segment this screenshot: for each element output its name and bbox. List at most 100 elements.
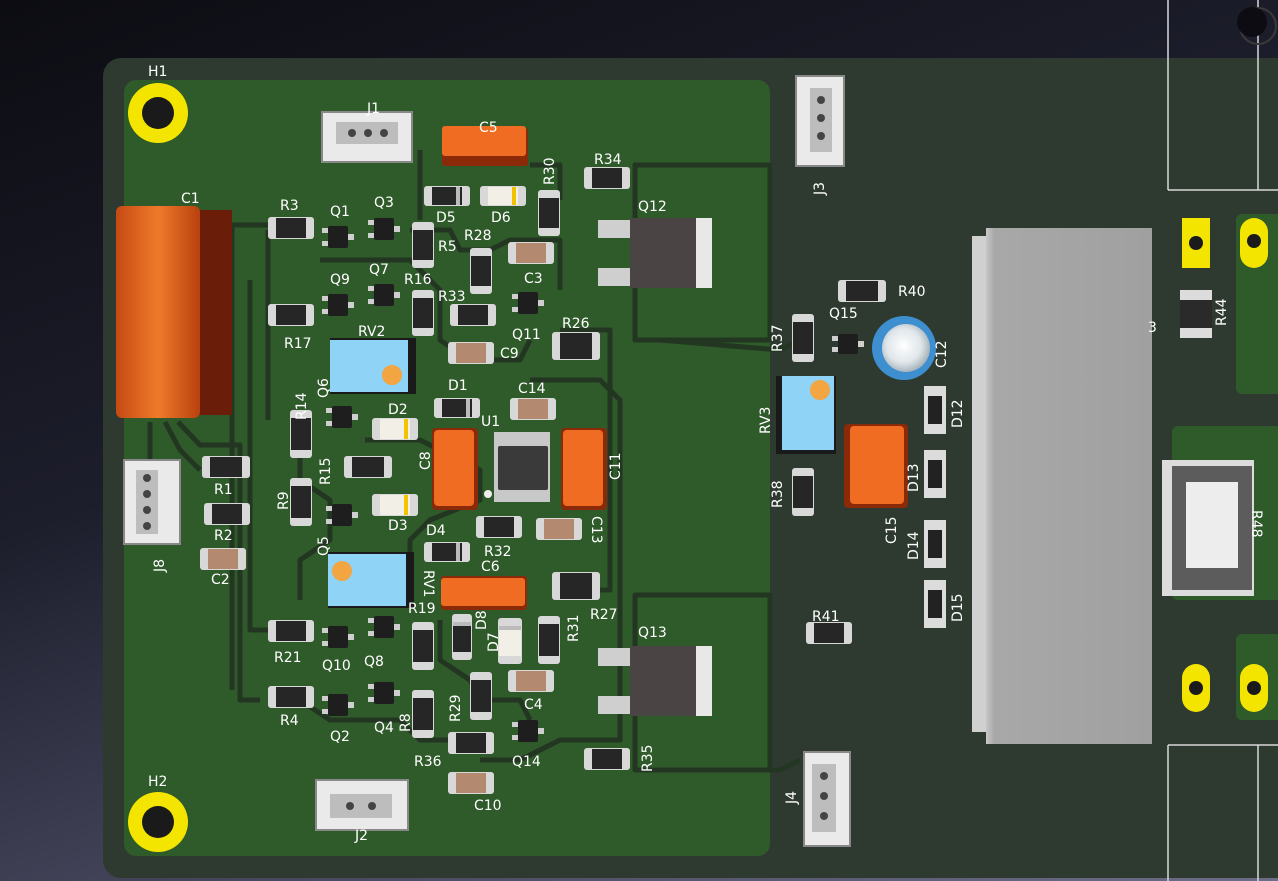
label-c8: C8 xyxy=(418,451,434,470)
resistor-smd xyxy=(552,332,600,360)
label-c4: C4 xyxy=(524,697,543,713)
capacitor-smd xyxy=(510,398,556,420)
label-r37: R37 xyxy=(770,324,786,352)
label-r48: R48 xyxy=(1248,510,1264,538)
label-r14: R14 xyxy=(294,392,310,420)
resistor-smd xyxy=(204,503,250,525)
label-r32: R32 xyxy=(484,544,512,560)
capacitor-smd xyxy=(200,548,246,570)
ic-u1 xyxy=(484,432,550,502)
label-q2: Q2 xyxy=(330,729,350,745)
trimmer-rv1 xyxy=(328,552,414,608)
resistor-smd xyxy=(538,190,560,236)
label-r17: R17 xyxy=(284,336,312,352)
label-q8: Q8 xyxy=(364,654,384,670)
resistor-smd xyxy=(792,468,814,516)
mounting-hole-h2 xyxy=(128,792,188,852)
resistor-smd xyxy=(448,732,494,754)
label-c9: C9 xyxy=(500,346,519,362)
transistor-smd xyxy=(322,626,354,648)
label-r3: R3 xyxy=(280,198,299,214)
label-r30: R30 xyxy=(542,157,558,185)
capacitor-smd xyxy=(448,342,494,364)
label-h1: H1 xyxy=(148,64,167,80)
capacitor-c11 xyxy=(561,428,607,510)
capacitor-smd xyxy=(448,772,494,794)
label-r44: R44 xyxy=(1214,298,1230,326)
trimmer-rv3 xyxy=(776,376,836,454)
resistor-smd xyxy=(268,304,314,326)
resistor-smd xyxy=(268,686,314,708)
label-j3: J3 xyxy=(812,182,828,196)
resistor-smd xyxy=(202,456,250,478)
label-r41: R41 xyxy=(812,609,840,625)
capacitor-smd xyxy=(536,518,582,540)
label-c6: C6 xyxy=(481,559,500,575)
label-r35: R35 xyxy=(640,744,656,772)
label-d7: D7 xyxy=(486,632,502,652)
label-r1: R1 xyxy=(214,482,233,498)
capacitor-c12 xyxy=(872,316,936,380)
transistor-smd xyxy=(322,294,354,316)
transistor-q12 xyxy=(598,218,712,288)
capacitor-c6 xyxy=(441,576,527,610)
capacitor-c5 xyxy=(442,126,528,166)
label-r19: R19 xyxy=(408,601,436,617)
resistor-smd xyxy=(268,217,314,239)
resistor-smd xyxy=(552,572,600,600)
smd-components xyxy=(200,167,886,794)
diode-smd xyxy=(452,614,472,660)
label-c12: C12 xyxy=(934,340,950,368)
connector-j1 xyxy=(321,111,413,163)
label-c2: C2 xyxy=(211,572,230,588)
capacitor-smd xyxy=(508,242,554,264)
resistor-smd xyxy=(268,620,314,642)
diode-smd xyxy=(424,186,470,206)
resistor-smd xyxy=(344,456,392,478)
label-r9: R9 xyxy=(276,491,292,510)
label-r5: R5 xyxy=(438,239,457,255)
label-c11: C11 xyxy=(608,452,624,480)
label-r28: R28 xyxy=(464,228,492,244)
label-d5: D5 xyxy=(436,210,456,226)
label-r21: R21 xyxy=(274,650,302,666)
label-d4: D4 xyxy=(426,523,446,539)
resistor-smd xyxy=(584,748,630,770)
diode-smd xyxy=(372,494,418,516)
resistor-smd xyxy=(412,622,434,670)
label-d8: D8 xyxy=(474,610,490,630)
transistor-smd xyxy=(512,720,544,742)
resistor-smd xyxy=(412,690,434,738)
label-r33: R33 xyxy=(438,289,466,305)
resistor-smd xyxy=(476,516,522,538)
label-q14: Q14 xyxy=(512,754,541,770)
label-r8: R8 xyxy=(398,713,414,732)
label-r27: R27 xyxy=(590,607,618,623)
trimmer-rv2 xyxy=(330,338,416,394)
heatsink xyxy=(972,228,1152,744)
transistor-smd xyxy=(512,292,544,314)
label-d13: D13 xyxy=(906,463,922,492)
label-j1: J1 xyxy=(366,101,380,117)
capacitor-c8 xyxy=(432,428,478,510)
label-c14: C14 xyxy=(518,381,546,397)
label-c13: C13 xyxy=(588,516,604,544)
label-q12: Q12 xyxy=(638,199,667,215)
resistor-smd xyxy=(290,478,312,526)
label-d2: D2 xyxy=(388,402,408,418)
label-j8: J8 xyxy=(152,559,168,573)
label-u1: U1 xyxy=(481,414,500,430)
label-j4: J4 xyxy=(784,791,800,805)
diodes-right xyxy=(924,386,946,628)
silkscreen: H1 H2 J1 J2 J3 J4 J8 C1 C5 C6 C8 C11 C13… xyxy=(148,64,1264,844)
resistor-smd xyxy=(838,280,886,302)
resistor-smd xyxy=(290,410,312,458)
label-r2: R2 xyxy=(214,528,233,544)
label-q1: Q1 xyxy=(330,204,350,220)
label-q13: Q13 xyxy=(638,625,667,641)
label-q11: Q11 xyxy=(512,327,541,343)
label-r38: R38 xyxy=(770,480,786,508)
capacitor-smd xyxy=(508,670,554,692)
label-c10: C10 xyxy=(474,798,502,814)
